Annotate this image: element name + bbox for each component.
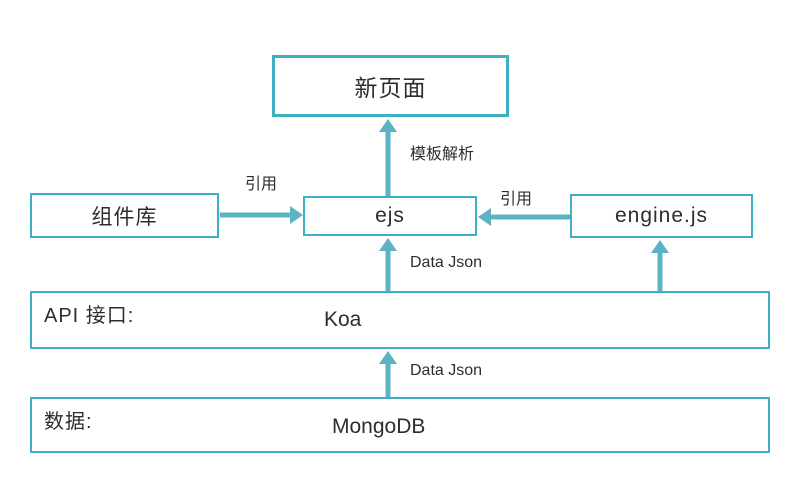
node-engine-js-label: engine.js — [614, 204, 709, 227]
arrow-up-icon — [379, 119, 397, 132]
node-mongodb-label: MongoDB — [332, 415, 426, 438]
node-ejs-label: ejs — [375, 204, 405, 227]
arrow-up-icon — [651, 240, 669, 253]
arrow-left-icon — [478, 208, 491, 226]
edge-label-template-parse: 模板解析 — [410, 146, 475, 163]
arrow-right-icon — [290, 206, 303, 224]
node-component-library-label: 组件库 — [91, 205, 158, 229]
arrow-engine-to-ejs — [478, 208, 570, 226]
arrow-components-to-ejs — [220, 206, 303, 224]
api-layer-prefix-label: API 接口: — [44, 305, 135, 327]
arrow-up-icon — [379, 238, 397, 251]
node-ejs: ejs — [303, 196, 477, 236]
node-component-library: 组件库 — [30, 193, 219, 238]
arrow-mongodb-to-koa — [379, 351, 397, 397]
node-data-layer: 数据: MongoDB — [30, 397, 770, 453]
arrow-ejs-to-newpage — [379, 119, 397, 196]
node-koa-label: Koa — [324, 308, 362, 331]
data-layer-prefix-label: 数据: — [44, 411, 93, 433]
edge-label-reference-right: 引用 — [500, 191, 533, 208]
edge-label-reference-left: 引用 — [245, 176, 278, 193]
arrow-up-icon — [379, 351, 397, 364]
edge-label-data-json-lower: Data Json — [410, 362, 483, 379]
edge-label-data-json-upper: Data Json — [410, 254, 483, 271]
arrow-koa-to-ejs — [379, 238, 397, 291]
arrow-koa-to-engine — [651, 240, 669, 291]
node-api-layer: API 接口: Koa — [30, 291, 770, 349]
node-engine-js: engine.js — [570, 194, 753, 238]
node-new-page-label: 新页面 — [354, 75, 427, 101]
node-new-page: 新页面 — [272, 55, 509, 117]
